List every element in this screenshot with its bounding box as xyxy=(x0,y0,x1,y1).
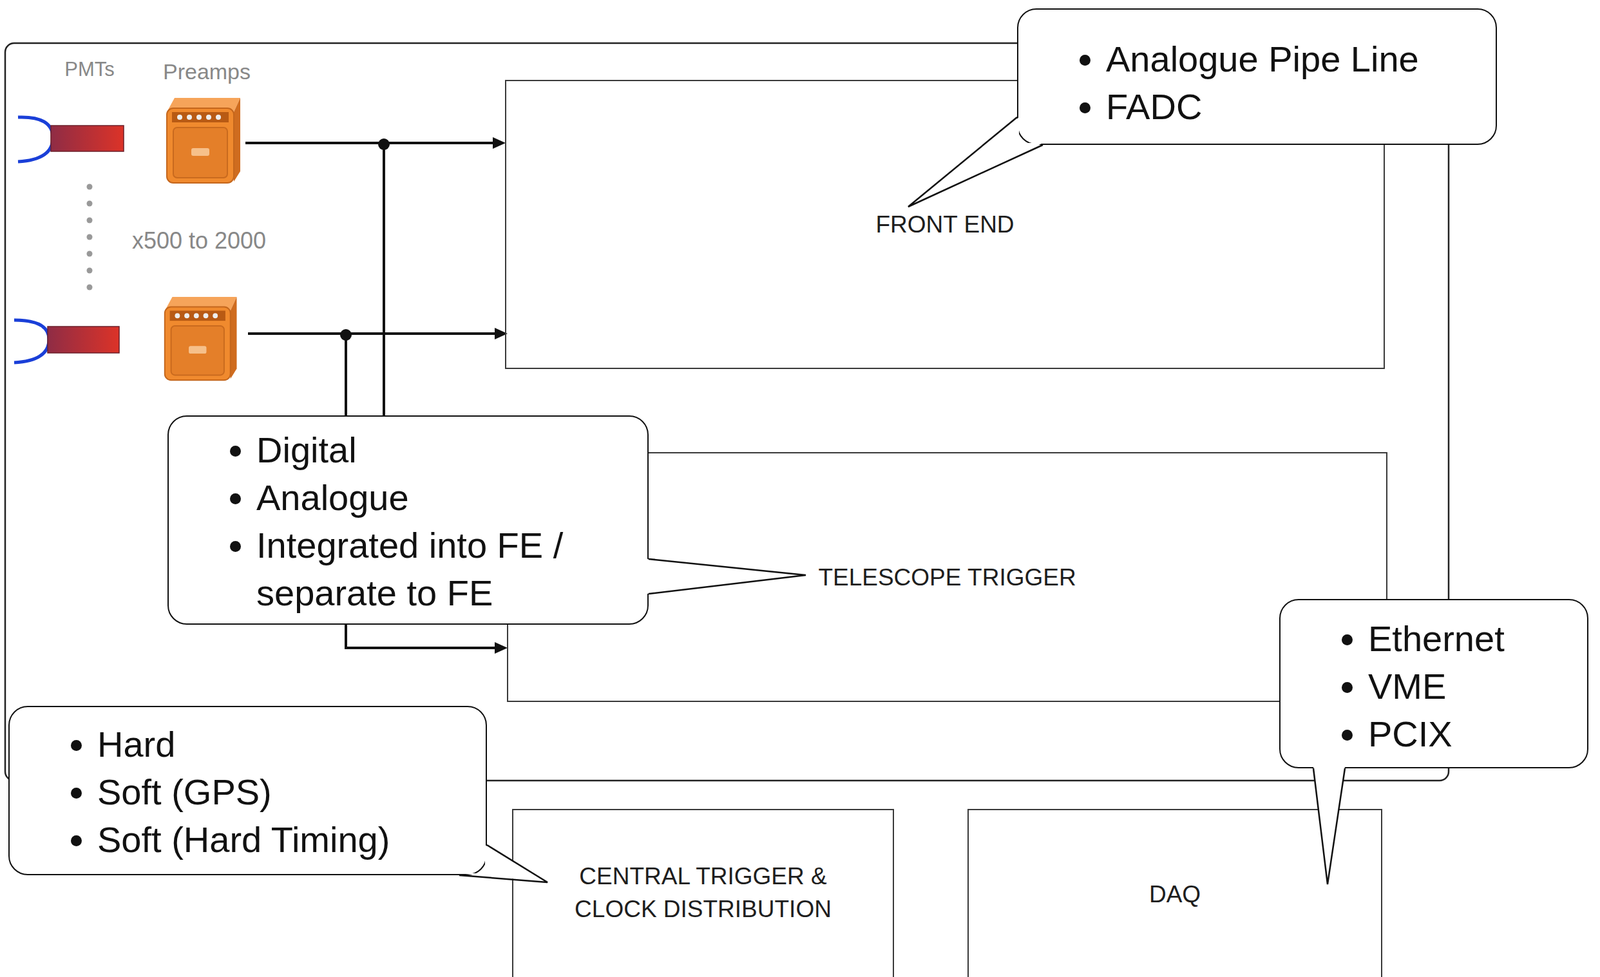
amp-panel xyxy=(171,112,229,123)
callout-box: Analogue Pipe LineFADC xyxy=(1017,8,1497,145)
junction-dot xyxy=(340,329,352,341)
callout-item: VME xyxy=(1368,662,1575,711)
tail-fill xyxy=(459,845,548,883)
callout-item: Ethernet xyxy=(1368,615,1575,663)
block-box: CENTRAL TRIGGER & CLOCK DISTRIBUTION xyxy=(512,809,895,977)
callout-box: DigitalAnalogueIntegrated into FE / sepa… xyxy=(167,415,649,625)
dot xyxy=(86,267,93,274)
amp-side xyxy=(233,97,241,182)
arrow-head xyxy=(494,642,508,654)
amp-grille xyxy=(171,325,225,375)
amp-knob xyxy=(177,114,183,120)
callout-item: Digital xyxy=(256,426,635,475)
tail-fill xyxy=(1313,766,1345,885)
signal-wire xyxy=(382,144,386,419)
part-label: PMTs xyxy=(64,57,115,82)
callout-item: Hard xyxy=(97,720,473,769)
amp-badge xyxy=(188,345,207,354)
amp-knob xyxy=(203,313,209,319)
box-label: DAQ xyxy=(1149,877,1201,911)
amp-badge xyxy=(191,148,210,156)
amp-side xyxy=(230,296,238,379)
block-box: DAQ xyxy=(967,809,1383,977)
callout-item: PCIX xyxy=(1368,710,1575,759)
amp-knob xyxy=(174,313,180,319)
box-label: TELESCOPE TRIGGER xyxy=(818,561,1076,594)
arrow-head xyxy=(492,137,506,149)
amp-front xyxy=(164,307,231,381)
amp-knob xyxy=(186,114,192,120)
junction-dot xyxy=(378,138,390,151)
part-label: x500 to 2000 xyxy=(132,226,267,255)
dot xyxy=(86,217,93,224)
amp-front xyxy=(166,108,234,183)
tail-outline xyxy=(459,845,548,883)
amp-knob xyxy=(212,313,218,319)
callout-item: Analogue xyxy=(256,474,635,522)
ellipsis-dots xyxy=(86,184,93,291)
part-label: Preamps xyxy=(162,58,251,86)
dot xyxy=(86,284,93,291)
bullet-list: EthernetVMEPCIX xyxy=(1280,615,1588,759)
camera-housing xyxy=(5,43,1449,781)
pmt-cathode xyxy=(14,320,49,363)
tail-fill xyxy=(646,559,806,594)
pmt-cathode xyxy=(18,117,53,162)
amp-knob xyxy=(215,114,221,120)
bullet-list: DigitalAnalogueIntegrated into FE / sepa… xyxy=(168,426,648,618)
pmt-tube xyxy=(47,326,120,353)
dot xyxy=(86,184,93,191)
amp-knob xyxy=(196,114,202,120)
tail-fill xyxy=(908,117,1043,207)
tail-outline xyxy=(908,117,1043,207)
tail-outline xyxy=(1313,768,1345,885)
pmt-tube xyxy=(50,125,124,152)
preamp-icon xyxy=(166,97,241,183)
callout-item: Soft (Hard Timing) xyxy=(97,816,473,864)
callout-item: Soft (GPS) xyxy=(97,768,473,817)
dot xyxy=(86,251,93,258)
callout-tail xyxy=(1313,766,1345,885)
callout-item: FADC xyxy=(1105,83,1483,131)
amp-knob xyxy=(206,114,212,120)
preamp-icon xyxy=(164,296,238,381)
bullet-list: HardSoft (GPS)Soft (Hard Timing) xyxy=(9,720,486,864)
callout-box: HardSoft (GPS)Soft (Hard Timing) xyxy=(8,705,487,876)
amp-grille xyxy=(173,127,228,178)
amp-knob xyxy=(193,313,200,319)
tail-outline xyxy=(648,559,806,594)
dot xyxy=(86,200,93,207)
callout-tail xyxy=(908,117,1043,207)
signal-wire xyxy=(247,332,495,335)
callout-tail xyxy=(646,559,806,594)
box-label: CENTRAL TRIGGER & CLOCK DISTRIBUTION xyxy=(552,859,855,926)
bullet-list: Analogue Pipe LineFADC xyxy=(1018,35,1496,131)
amp-knob xyxy=(184,313,190,319)
callout-tail xyxy=(459,845,548,883)
callout-box: EthernetVMEPCIX xyxy=(1279,599,1589,769)
signal-wire xyxy=(245,141,495,145)
box-label: FRONT END xyxy=(875,208,1014,241)
callout-item: Analogue Pipe Line xyxy=(1105,35,1483,84)
callout-item: Integrated into FE / separate to FE xyxy=(256,521,635,618)
amp-panel xyxy=(170,310,226,321)
dot xyxy=(86,234,93,241)
